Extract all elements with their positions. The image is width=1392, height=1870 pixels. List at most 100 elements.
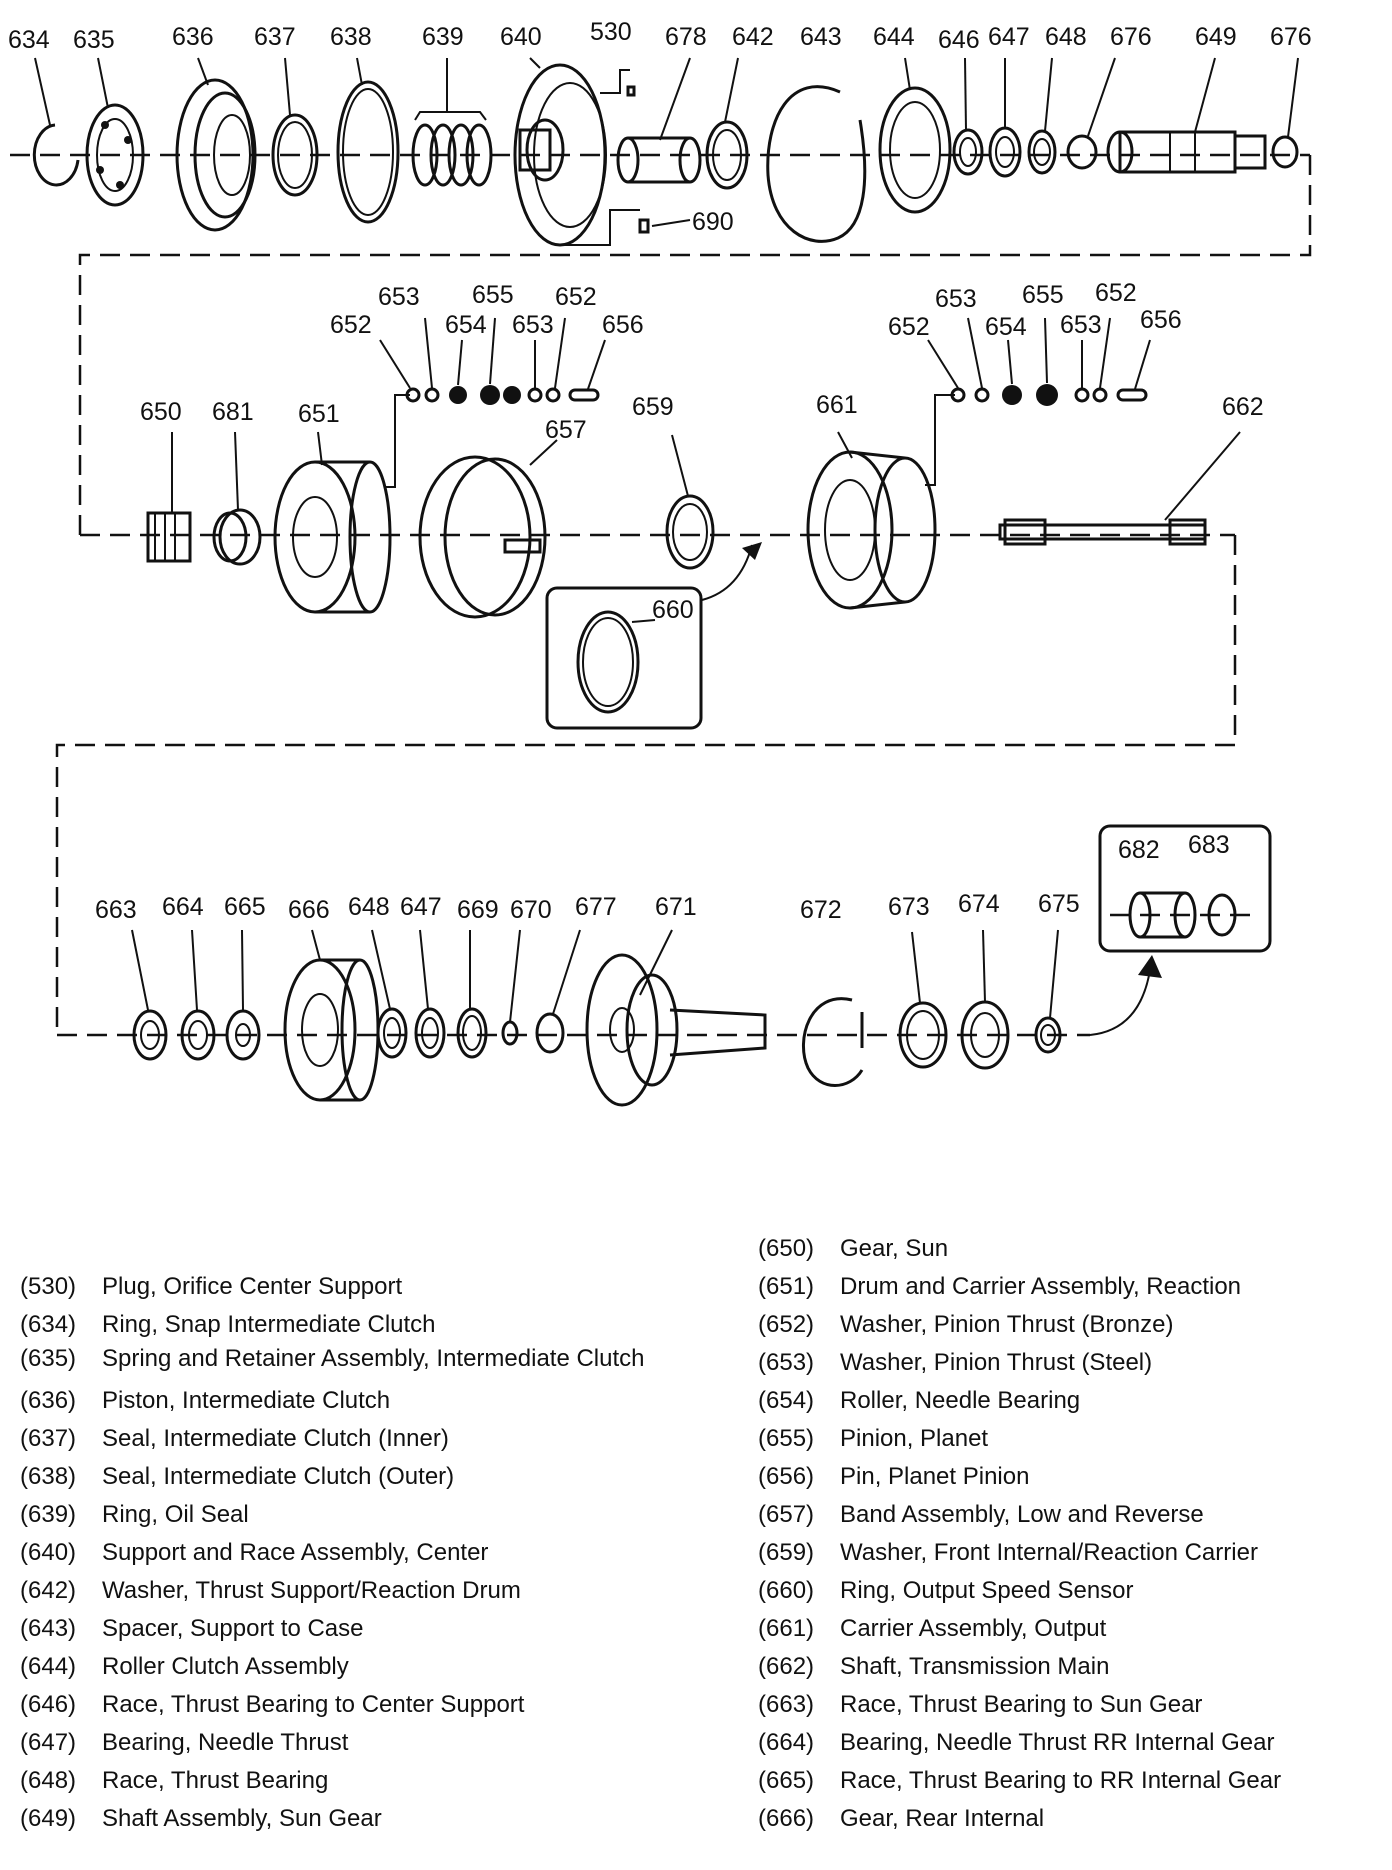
- callout-653b: 653: [512, 311, 554, 339]
- callout-644: 644: [873, 23, 915, 51]
- legend-item-description: Carrier Assembly, Output: [840, 1615, 1107, 1642]
- legend-item-number: (656): [758, 1463, 815, 1490]
- legend-item-description: Race, Thrust Bearing to Center Support: [102, 1691, 525, 1718]
- legend-item-description: Ring, Snap Intermediate Clutch: [102, 1311, 436, 1338]
- callout-670: 670: [510, 896, 552, 924]
- callout-635: 635: [73, 26, 115, 54]
- callout-652d: 652: [1095, 279, 1137, 307]
- legend-item-number: (663): [758, 1691, 815, 1718]
- callout-672: 672: [800, 896, 842, 924]
- callout-654a: 654: [445, 311, 487, 339]
- callout-675: 675: [1038, 890, 1080, 918]
- legend-item-number: (646): [20, 1691, 77, 1718]
- legend-item-number: (635): [20, 1345, 77, 1372]
- callout-652b: 652: [555, 283, 597, 311]
- callout-653c: 653: [935, 285, 977, 313]
- legend-item-description: Ring, Output Speed Sensor: [840, 1577, 1134, 1604]
- legend-item: (666)Gear, Rear Internal: [758, 1800, 1388, 1838]
- legend-item-number: (666): [758, 1805, 815, 1832]
- legend-item-description: Ring, Oil Seal: [102, 1501, 249, 1528]
- legend-item: (650) Gear, Sun: [758, 1230, 1388, 1268]
- legend-item-number: (530): [20, 1273, 77, 1300]
- callout-647: 647: [988, 23, 1030, 51]
- legend-item-description: Support and Race Assembly, Center: [102, 1539, 489, 1566]
- callout-683: 683: [1188, 831, 1230, 859]
- legend-item-number: (648): [20, 1767, 77, 1794]
- callout-656a: 656: [602, 311, 644, 339]
- legend-item: (642)Washer, Thrust Support/Reaction Dru…: [20, 1572, 680, 1610]
- callout-numbers: 634 635 636 637 638 639 640 530 678 642 …: [8, 18, 1312, 924]
- legend-item-number: (651): [758, 1273, 815, 1300]
- legend-item-number: (638): [20, 1463, 77, 1490]
- legend-item: (646) Race, Thrust Bearing to Center Supp…: [20, 1686, 680, 1724]
- callout-650: 650: [140, 398, 182, 426]
- callout-639: 639: [422, 23, 464, 51]
- callout-646: 646: [938, 26, 980, 54]
- legend-item: (635)Spring and Retainer Assembly, Inter…: [20, 1344, 680, 1374]
- callout-674: 674: [958, 890, 1000, 918]
- legend-item: (634)Ring, Snap Intermediate Clutch: [20, 1306, 680, 1344]
- legend-right: (650) Gear, Sun (651)Drum and Carrier Asse…: [758, 1230, 1388, 1838]
- legend-item-number: (653): [758, 1349, 815, 1376]
- callout-669: 669: [457, 896, 499, 924]
- legend-item: (663) Race, Thrust Bearing to Sun Gear: [758, 1686, 1388, 1724]
- callout-648b: 648: [348, 893, 390, 921]
- legend-item: (651)Drum and Carrier Assembly, Reaction: [758, 1268, 1388, 1306]
- callout-652a: 652: [330, 311, 372, 339]
- legend-item: (640) Support and Race Assembly, Center: [20, 1534, 680, 1572]
- legend-item-number: (655): [758, 1425, 815, 1452]
- callout-673: 673: [888, 893, 930, 921]
- exploded-parts-diagram: 634 635 636 637 638 639 640 530 678 642 …: [8, 18, 1312, 1107]
- legend-item: (637)Seal, Intermediate Clutch (Inner): [20, 1420, 680, 1458]
- legend-item-description: Piston, Intermediate Clutch: [102, 1387, 391, 1414]
- callout-640: 640: [500, 23, 542, 51]
- legend-item-number: (640): [20, 1539, 77, 1566]
- callout-664: 664: [162, 893, 204, 921]
- callout-647b: 647: [400, 893, 442, 921]
- legend-item-description: Seal, Intermediate Clutch (Outer): [102, 1463, 455, 1490]
- legend-item: (664)Bearing, Needle Thrust RR Internal …: [758, 1724, 1388, 1762]
- legend-item: (657) Band Assembly, Low and Reverse: [758, 1496, 1388, 1534]
- row1-parts: [10, 63, 1312, 535]
- callout-676b: 676: [1270, 23, 1312, 51]
- callout-660: 660: [652, 596, 694, 624]
- callout-530: 530: [590, 18, 632, 46]
- legend-item-number: (644): [20, 1653, 77, 1680]
- legend-item: (647)Bearing, Needle Thrust: [20, 1724, 680, 1762]
- legend-item-number: (665): [758, 1767, 815, 1794]
- callout-648: 648: [1045, 23, 1087, 51]
- legend-item-description: Gear, Sun: [840, 1235, 949, 1262]
- legend-item-description: Washer, Pinion Thrust (Bronze): [840, 1311, 1174, 1338]
- legend-item-number: (652): [758, 1311, 815, 1338]
- legend-item: (649)Shaft Assembly, Sun Gear: [20, 1800, 680, 1838]
- callout-661: 661: [816, 391, 858, 419]
- legend-item: (655)Pinion, Planet: [758, 1420, 1388, 1458]
- legend-item-number: (639): [20, 1501, 77, 1528]
- legend-item-number: (657): [758, 1501, 815, 1528]
- callout-657: 657: [545, 416, 587, 444]
- legend-item: (665)Race, Thrust Bearing to RR Internal…: [758, 1762, 1388, 1800]
- callout-681: 681: [212, 398, 254, 426]
- legend-item-number: (650): [758, 1235, 815, 1262]
- legend-item-number: (636): [20, 1387, 77, 1414]
- callout-634: 634: [8, 26, 50, 54]
- legend-item-description: Bearing, Needle Thrust: [102, 1729, 349, 1756]
- legend-item-description: Spacer, Support to Case: [102, 1615, 364, 1642]
- callout-671: 671: [655, 893, 697, 921]
- callout-656b: 656: [1140, 306, 1182, 334]
- legend-item-description: Roller Clutch Assembly: [102, 1653, 349, 1680]
- legend-item: (653)Washer, Pinion Thrust (Steel): [758, 1344, 1388, 1382]
- legend-item-number: (661): [758, 1615, 815, 1642]
- callout-663: 663: [95, 896, 137, 924]
- callout-654b: 654: [985, 313, 1027, 341]
- legend-item-description: Band Assembly, Low and Reverse: [840, 1501, 1204, 1528]
- leader-lines: [34, 57, 1299, 1023]
- row3-parts: [57, 824, 1272, 1107]
- legend-item: (661) Carrier Assembly, Output: [758, 1610, 1388, 1648]
- legend-item: (660)Ring, Output Speed Sensor: [758, 1572, 1388, 1610]
- legend-item-number: (643): [20, 1615, 77, 1642]
- callout-653a: 653: [378, 283, 420, 311]
- legend-item-description: Pin, Planet Pinion: [840, 1463, 1030, 1490]
- legend-item-description: Race, Thrust Bearing to Sun Gear: [840, 1691, 1203, 1718]
- callout-678: 678: [665, 23, 707, 51]
